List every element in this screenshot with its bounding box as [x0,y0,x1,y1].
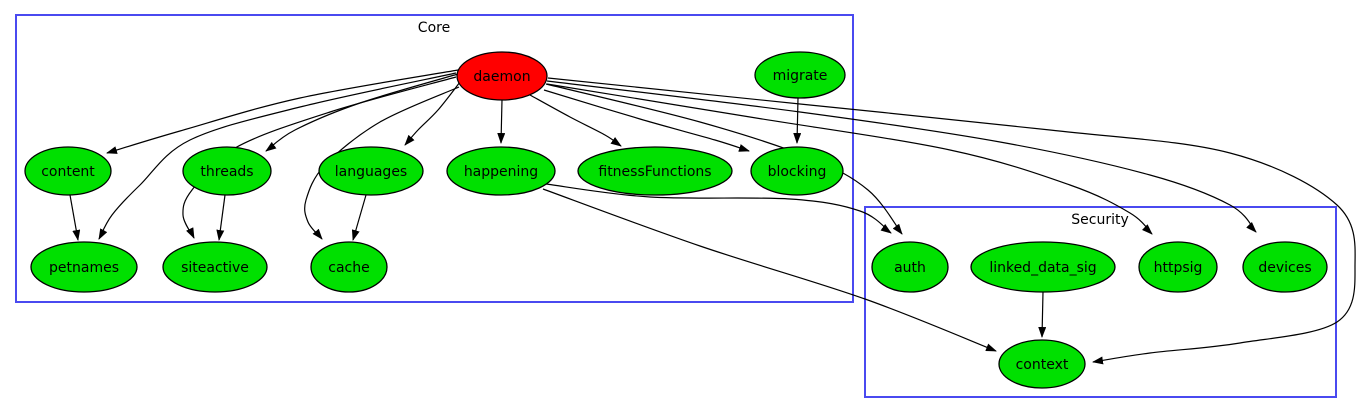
edge-happening-to-auth [545,183,892,234]
edge-migrate-to-blocking [793,97,802,144]
node-migrate-label: migrate [773,68,828,84]
node-httpsig: httpsig [1138,241,1218,293]
node-migrate-shape [754,51,846,99]
node-migrate: migrate [754,51,846,99]
edge-daemon-to-content [106,69,459,154]
node-petnames-shape [30,241,138,293]
node-fitnessFunctions: fitnessFunctions [577,146,733,196]
node-petnames-label: petnames [49,260,119,276]
node-blocking-shape [750,146,844,196]
node-cache-shape [310,241,388,293]
node-linked_data_sig: linked_data_sig [970,241,1116,293]
node-threads: threads [182,146,272,196]
node-siteactive-label: siteactive [181,260,249,276]
edge-layer [69,69,1356,365]
node-daemon-label: daemon [473,69,530,85]
node-daemon-shape [456,51,548,101]
node-httpsig-label: httpsig [1154,260,1203,276]
cluster-security-label: Security [1071,212,1129,228]
node-context-shape [998,339,1086,389]
cluster-core: Core [15,14,854,303]
node-cache: cache [310,241,388,293]
node-httpsig-shape [1138,241,1218,293]
cluster-security: Security [864,206,1337,398]
edge-happening-to-context [542,188,997,352]
node-petnames: petnames [30,241,138,293]
node-blocking-label: blocking [768,164,827,180]
edge-languages-to-cache [351,194,367,241]
edge-daemon-to-threads [265,73,459,152]
edge-daemon-to-blocking [543,89,750,152]
edge-daemon-to-happening [497,99,506,144]
edge-daemon-to-devices [546,80,1257,233]
node-context-label: context [1016,357,1069,373]
edge-daemon-to-fitnessFunctions [529,94,622,147]
node-happening-shape [446,146,556,196]
node-languages-shape [318,146,424,196]
node-auth-shape [871,241,949,293]
edge-content-to-petnames [69,194,81,241]
edge-daemon-to-languages [404,81,461,146]
node-content-shape [24,146,112,196]
edge-daemon-to-cache [304,86,460,240]
node-daemon: daemon [456,51,548,101]
node-devices: devices [1242,241,1328,293]
node-happening: happening [446,146,556,196]
node-threads-label: threads [200,164,253,180]
node-auth-label: auth [894,260,926,276]
node-cache-label: cache [328,260,369,276]
node-siteactive: siteactive [162,241,268,293]
node-context: context [998,339,1086,389]
node-blocking: blocking [750,146,844,196]
cluster-security-border [864,206,1337,398]
cluster-core-label: Core [418,20,450,36]
node-layer: daemon migrate content threads languages happ… [24,51,1328,389]
node-fitnessFunctions-shape [577,146,733,196]
cluster-core-border [15,14,854,303]
node-happening-label: happening [464,164,538,180]
node-languages-label: languages [335,164,407,180]
node-devices-shape [1242,241,1328,293]
node-devices-label: devices [1258,260,1311,276]
edge-daemon-to-context [547,77,1356,365]
node-content: content [24,146,112,196]
edge-threads-to-siteactive [216,194,226,241]
edge-daemon-to-httpsig [546,83,1153,235]
edge-linked_data_sig-to-context [1038,291,1047,338]
node-content-label: content [41,164,95,180]
node-linked_data_sig-label: linked_data_sig [989,260,1096,276]
node-threads-shape [182,146,272,196]
node-auth: auth [871,241,949,293]
edge-daemon-to-petnames [98,72,457,240]
node-siteactive-shape [162,241,268,293]
node-languages: languages [318,146,424,196]
node-fitnessFunctions-label: fitnessFunctions [598,164,711,180]
node-linked_data_sig-shape [970,241,1116,293]
